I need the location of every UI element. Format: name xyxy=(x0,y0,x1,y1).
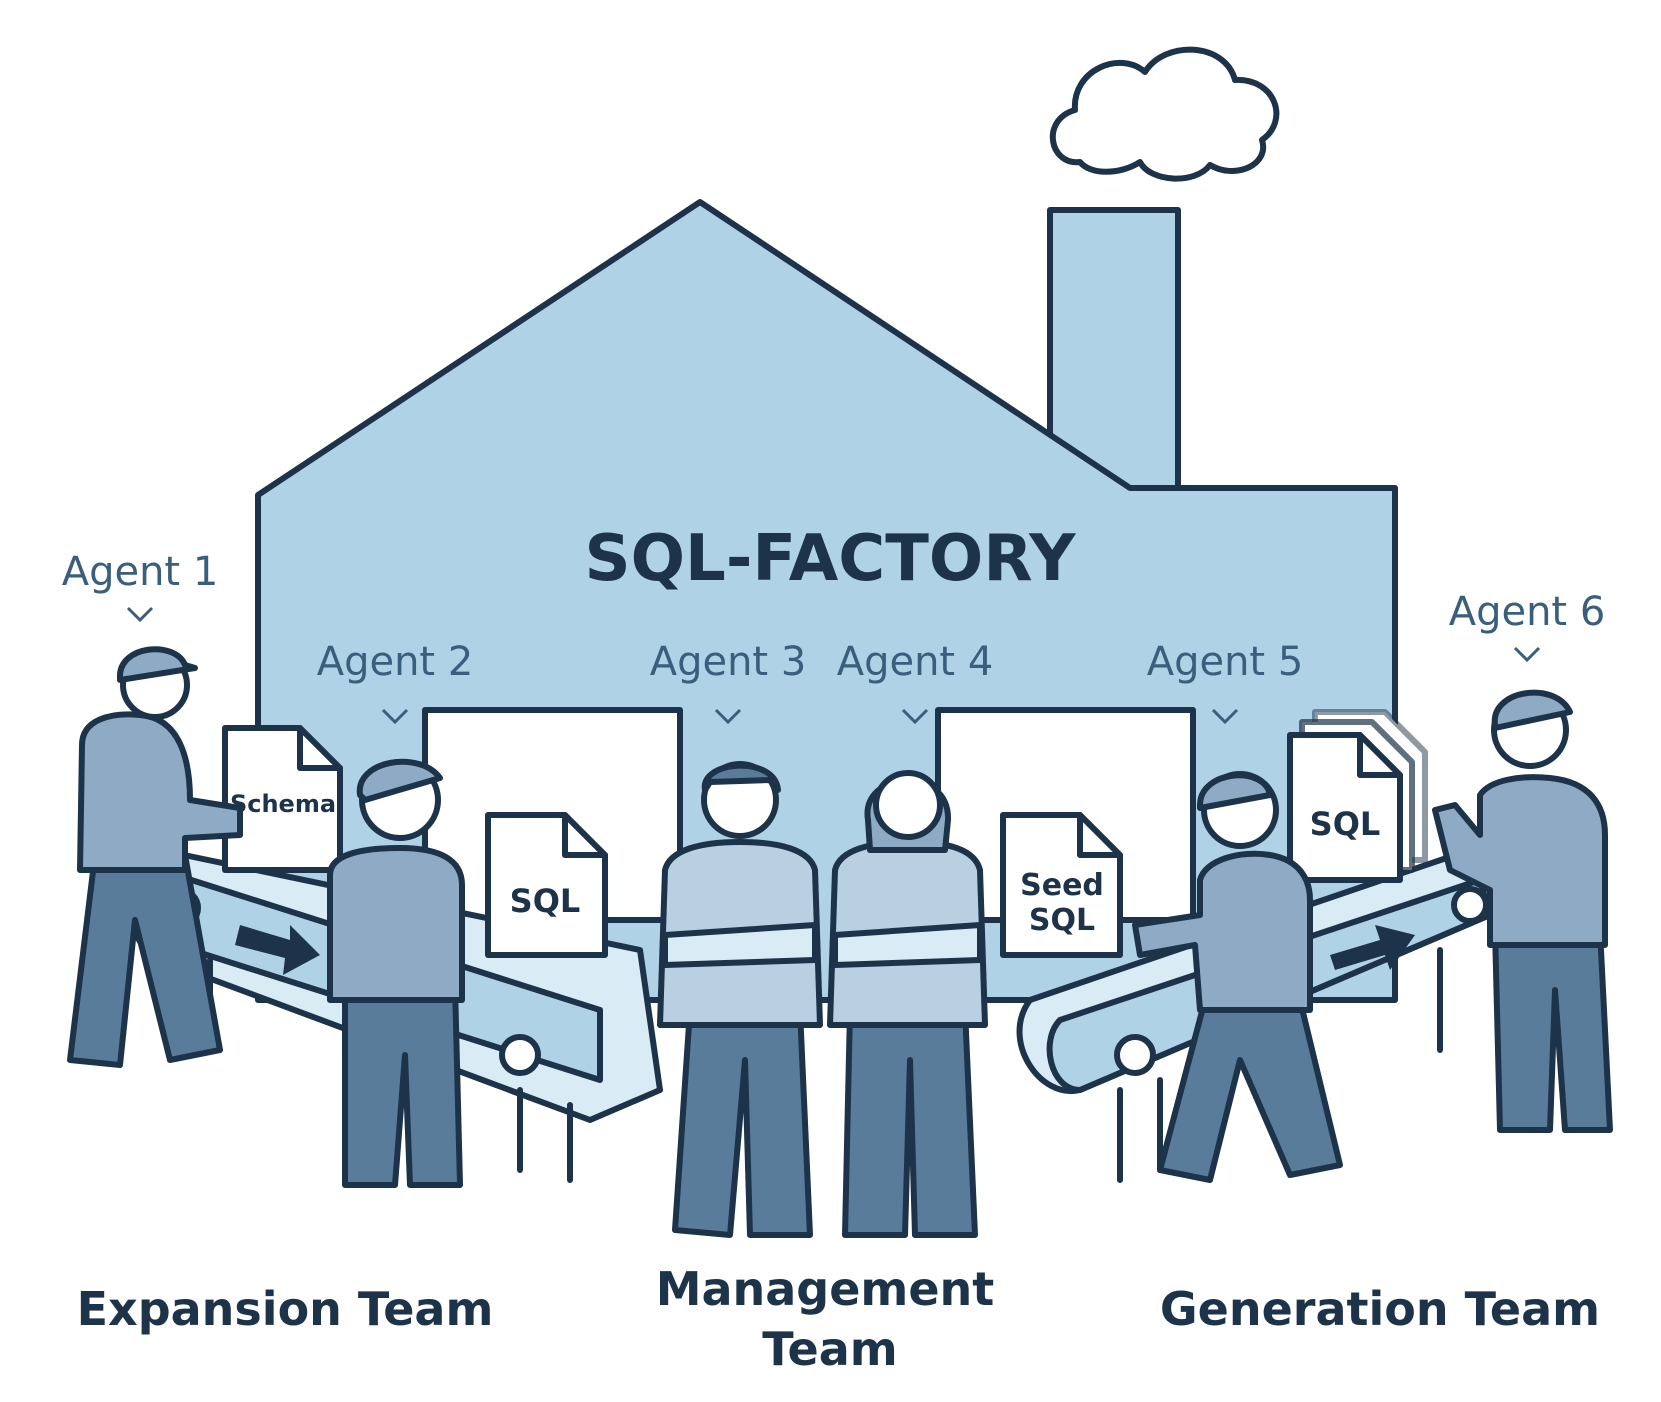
schema-document-label: Schema xyxy=(230,790,336,818)
agent-5-chevron-icon xyxy=(1211,708,1239,725)
agent-6-label: Agent 6 xyxy=(1449,589,1606,635)
generation-team-label: Generation Team xyxy=(1160,1282,1600,1336)
manager-agent-4 xyxy=(827,770,988,1238)
agent-6-chevron-icon xyxy=(1513,646,1541,663)
seed-sql-document-icon: Seed SQL xyxy=(1000,812,1123,958)
agent-label-6: Agent 6 xyxy=(1449,589,1606,663)
agent-2-label: Agent 2 xyxy=(317,639,474,685)
agent-3-chevron-icon xyxy=(714,708,742,725)
seed-sql-document-label-line1: Seed xyxy=(1020,868,1104,903)
agent-1-chevron-icon xyxy=(126,606,154,623)
manager-agent-3 xyxy=(657,761,823,1238)
sql-document-left-icon: SQL xyxy=(485,812,608,958)
management-team-label-line1: Management xyxy=(656,1262,995,1316)
agent-label-1: Agent 1 xyxy=(62,549,219,623)
sql-document-stack-label: SQL xyxy=(1310,805,1381,843)
agent-4-chevron-icon xyxy=(901,708,929,725)
expansion-team-label: Expansion Team xyxy=(77,1282,494,1336)
conveyor-arrow-left-icon xyxy=(235,925,320,975)
agent-label-3: Agent 3 xyxy=(650,639,807,725)
sql-document-stack-icon: SQL xyxy=(1287,709,1428,883)
agent-3-label: Agent 3 xyxy=(650,639,807,685)
management-team-label-line2: Team xyxy=(762,1322,897,1376)
agent-label-4: Agent 4 xyxy=(837,639,994,725)
agent-label-2: Agent 2 xyxy=(317,639,474,725)
agent-label-5: Agent 5 xyxy=(1147,639,1304,725)
seed-sql-document-label-line2: SQL xyxy=(1029,903,1095,938)
smoke-cloud-icon xyxy=(1049,46,1280,182)
worker-agent-6 xyxy=(1432,689,1613,1133)
worker-agent-2 xyxy=(327,758,465,1188)
agent-1-label: Agent 1 xyxy=(62,549,219,595)
conveyor-arrow-right-icon xyxy=(1330,925,1415,970)
agent-5-label: Agent 5 xyxy=(1147,639,1304,685)
worker-agent-1 xyxy=(67,646,243,1068)
factory-title: SQL-FACTORY xyxy=(585,522,1077,596)
schema-document-icon: Schema xyxy=(222,725,343,873)
sql-document-left-label: SQL xyxy=(510,882,581,920)
worker-agent-5 xyxy=(1132,771,1343,1183)
agent-4-label: Agent 4 xyxy=(837,639,994,685)
agent-2-chevron-icon xyxy=(381,708,409,725)
